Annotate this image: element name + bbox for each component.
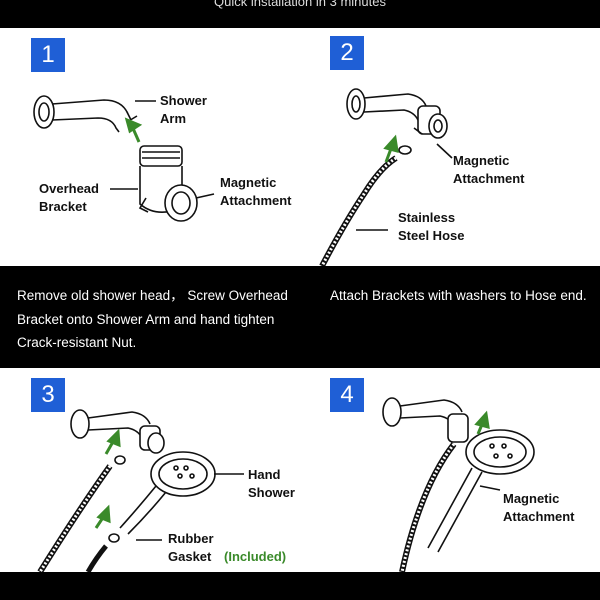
label-magnetic-attachment-1: Magnetic Attachment: [220, 175, 292, 208]
instructions-band: Remove old shower head， Screw Overhead B…: [0, 266, 600, 368]
steel-hose-icon: [37, 455, 126, 572]
assembled-shower-icon: [382, 397, 535, 572]
step-badge-2: 2: [330, 36, 364, 70]
install-arrows: [124, 117, 399, 163]
step-badge-1: 1: [31, 38, 65, 72]
arrow-up-icon: [96, 504, 111, 524]
rubber-gasket-icon: [108, 533, 120, 543]
leader-line: [479, 485, 501, 491]
arrow-up-icon: [124, 117, 143, 134]
step-badge-4: 4: [330, 378, 364, 412]
label-magnetic-attachment-2: Magnetic Attachment: [453, 153, 525, 186]
steps-1-2-illustration: [33, 88, 453, 266]
step-badge-3: 3: [31, 378, 65, 412]
shower-arm-icon: [33, 95, 138, 133]
label-shower-arm: Shower Arm: [160, 93, 207, 126]
steps-3-4-panel: 3 4 Hand Shower Rubber Gasket (Included)…: [0, 368, 600, 572]
arrow-up-icon: [474, 410, 490, 430]
instruction-left: Remove old shower head， Screw Overhead B…: [17, 288, 288, 350]
arm-with-attachment-icon: [346, 88, 448, 139]
label-rubber-gasket: Rubber Gasket: [168, 531, 214, 564]
instruction-right: Attach Brackets with washers to Hose end…: [330, 288, 587, 303]
steel-hose-icon: [319, 145, 412, 266]
install-arrows: [94, 410, 490, 529]
hand-shower-icon: [119, 451, 216, 535]
arrow-up-icon: [383, 134, 399, 154]
label-included: (Included): [224, 549, 287, 564]
arm-with-attachment-icon: [70, 409, 165, 454]
label-hand-shower: Hand Shower: [248, 467, 295, 500]
label-magnetic-attachment-4: Magnetic Attachment: [503, 491, 575, 524]
header-text: Quick installation in 3 minutes: [214, 0, 386, 9]
steps-3-4-illustration: [37, 397, 535, 572]
footer-bar: [0, 572, 600, 600]
overhead-bracket-icon: [138, 145, 198, 222]
leader-line: [195, 193, 215, 199]
header-banner: Quick installation in 3 minutes: [0, 0, 600, 28]
label-overhead-bracket: Overhead Bracket: [39, 181, 99, 214]
arrow-up-icon: [106, 428, 121, 448]
label-stainless-hose: Stainless Steel Hose: [398, 210, 465, 243]
leader-line: [436, 143, 453, 159]
steps-1-2-panel: 1 2 Shower Arm Overhead Bracket Magnetic…: [0, 28, 600, 266]
